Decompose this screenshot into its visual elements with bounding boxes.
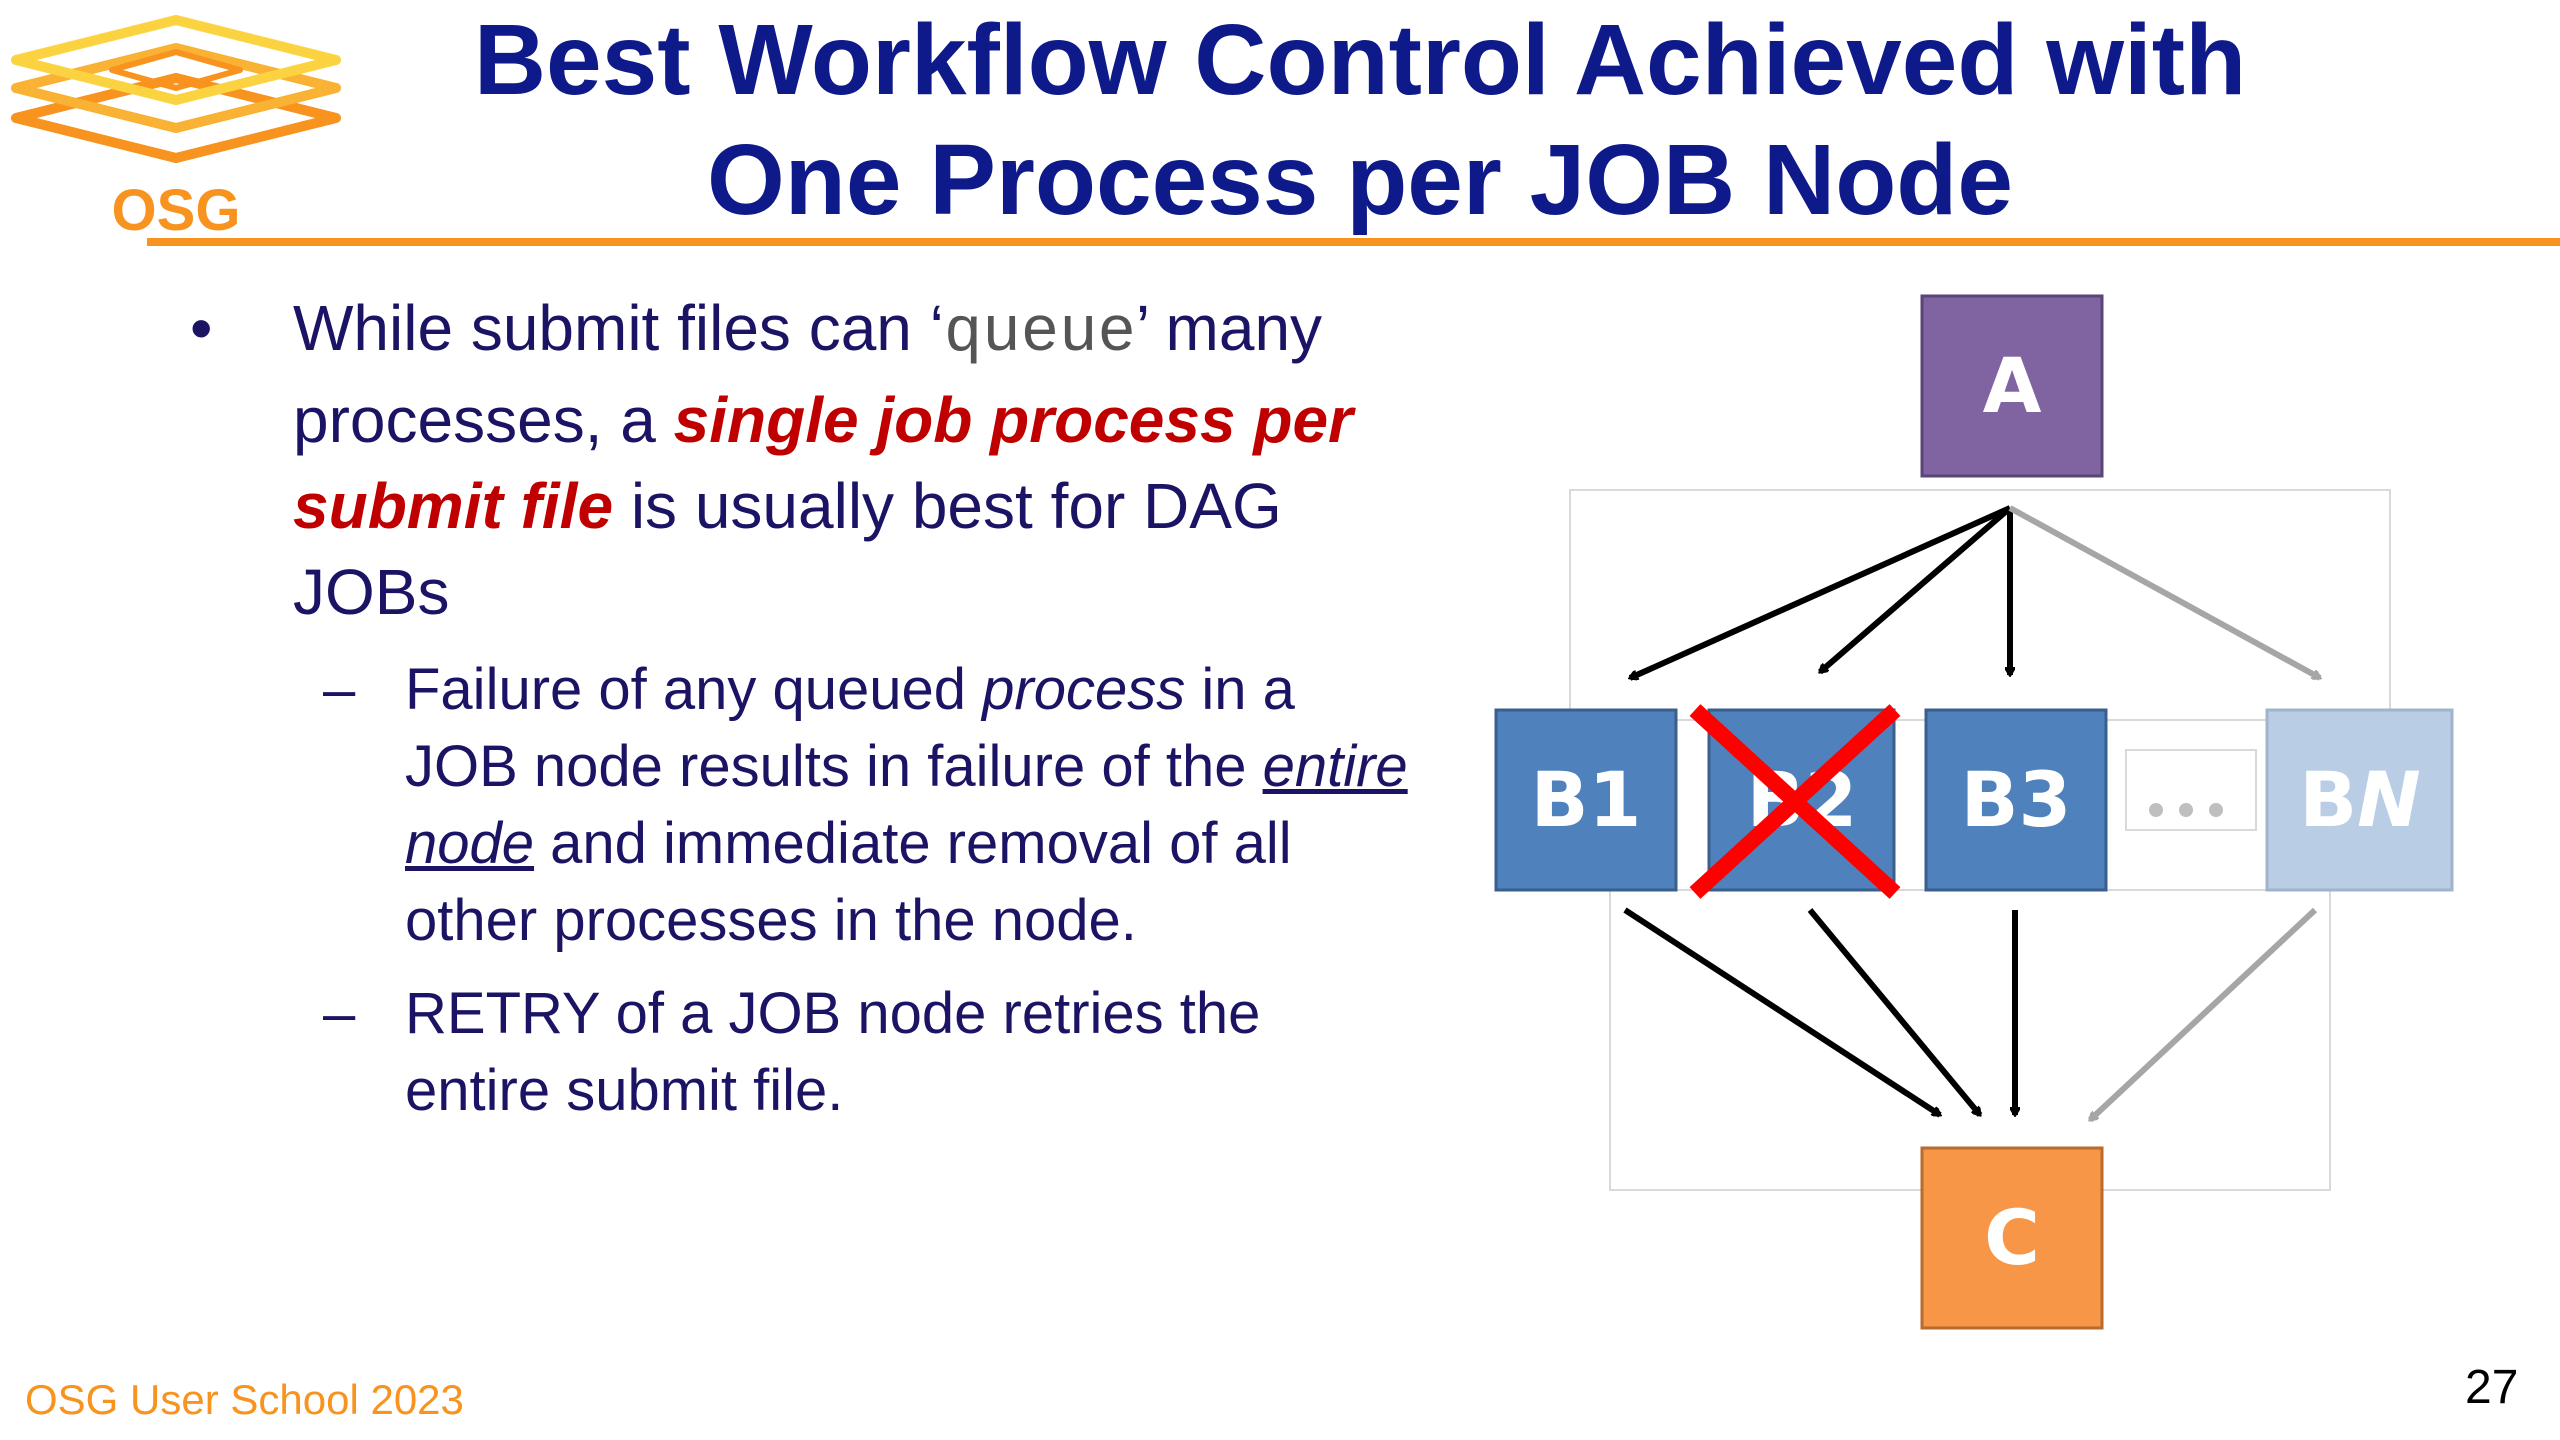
sub-bullet-failure: – Failure of any queued process in a JOB… — [190, 651, 1420, 959]
bullet-dot-icon: • — [190, 292, 213, 364]
title-divider — [147, 238, 2560, 246]
edge-a-bn — [2008, 505, 2320, 681]
logo-text: OSG — [112, 178, 241, 238]
emphasis-text: single job process per submit file — [293, 384, 1353, 542]
footer-school: OSG User School 2023 — [25, 1376, 464, 1423]
node-bn — [2265, 708, 2454, 892]
node-b3 — [1924, 708, 2108, 892]
bullet-main: • While submit files can ‘queue’ many pr… — [190, 285, 1420, 635]
ellipsis-box — [2125, 749, 2257, 831]
edge-a-b2 — [1820, 505, 2012, 675]
edge-b1-c — [1623, 907, 1940, 1118]
dash-icon: – — [323, 981, 356, 1046]
ellipsis-icon — [2149, 803, 2223, 817]
edge-bn-c — [2090, 907, 2318, 1123]
slide-title: Best Workflow Control Achieved with One … — [380, 0, 2340, 240]
failed-cross-icon — [1689, 704, 1901, 899]
osg-logo: OSG — [8, 8, 348, 243]
node-bn-label: BN — [2299, 755, 2421, 844]
node-b3-label: B3 — [1961, 755, 2072, 844]
node-b1 — [1494, 708, 1678, 892]
dag-diagram: A B1 B2 B3 BN C — [1480, 280, 2480, 1360]
dash-icon: – — [323, 657, 356, 722]
title-line-1: Best Workflow Control Achieved with — [473, 4, 2247, 116]
code-queue: queue — [943, 298, 1136, 370]
edge-b2-c — [1807, 908, 1983, 1115]
node-a-label: A — [1983, 341, 2042, 430]
node-b1-label: B1 — [1531, 755, 1642, 844]
page-number: 27 — [2465, 1361, 2519, 1414]
underlined-text: entire node — [405, 734, 1408, 876]
title-line-2: One Process per JOB Node — [706, 124, 2013, 236]
node-a — [1920, 294, 2104, 478]
sub-bullet-retry: – RETRY of a JOB node retries the entire… — [190, 975, 1420, 1129]
bullet-list: • While submit files can ‘queue’ many pr… — [190, 285, 1420, 1129]
edge-a-b1 — [1630, 505, 2012, 678]
node-c — [1920, 1146, 2104, 1330]
node-c-label: C — [1984, 1193, 2040, 1282]
